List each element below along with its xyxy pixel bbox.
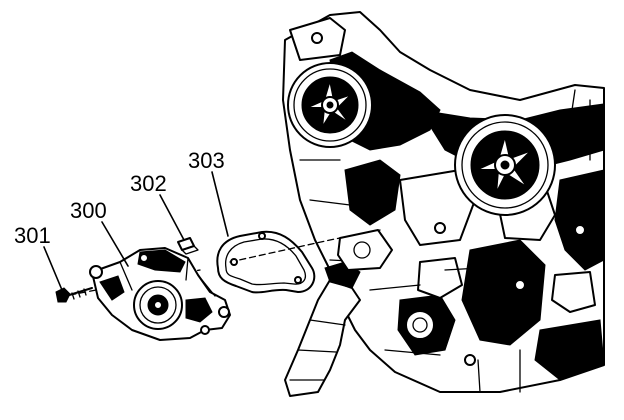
dowel-pin-illustration [177, 237, 199, 255]
water-pump-illustration [89, 247, 231, 341]
upper-pulley-illustration [287, 62, 373, 148]
oil-filter-illustration [284, 229, 393, 397]
callout-303: 303 [188, 148, 225, 173]
bolt-illustration [55, 287, 93, 303]
gasket-illustration [216, 230, 316, 294]
leader-lines [43, 171, 229, 291]
crank-pulley-illustration [454, 114, 556, 216]
callout-301: 301 [14, 223, 51, 248]
callout-300: 300 [70, 198, 107, 223]
callout-302: 302 [130, 171, 167, 196]
